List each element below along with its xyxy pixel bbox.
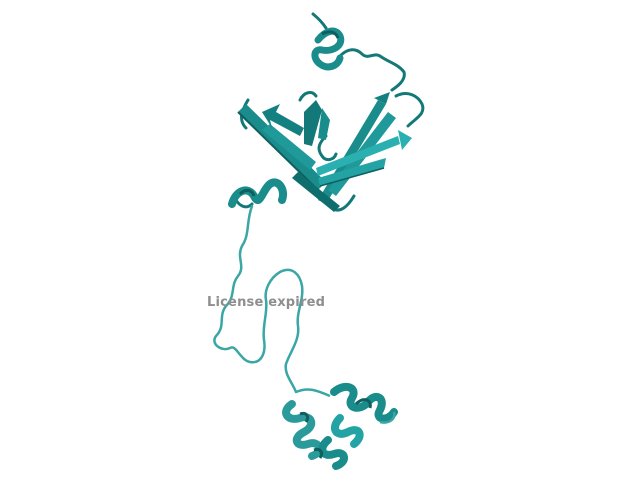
linker-coil (213, 204, 304, 394)
beta-sheet (237, 92, 412, 212)
lower-helices (282, 382, 398, 470)
license-watermark: License expired (207, 295, 326, 310)
helix-top (311, 27, 345, 71)
helix-left (228, 178, 287, 208)
